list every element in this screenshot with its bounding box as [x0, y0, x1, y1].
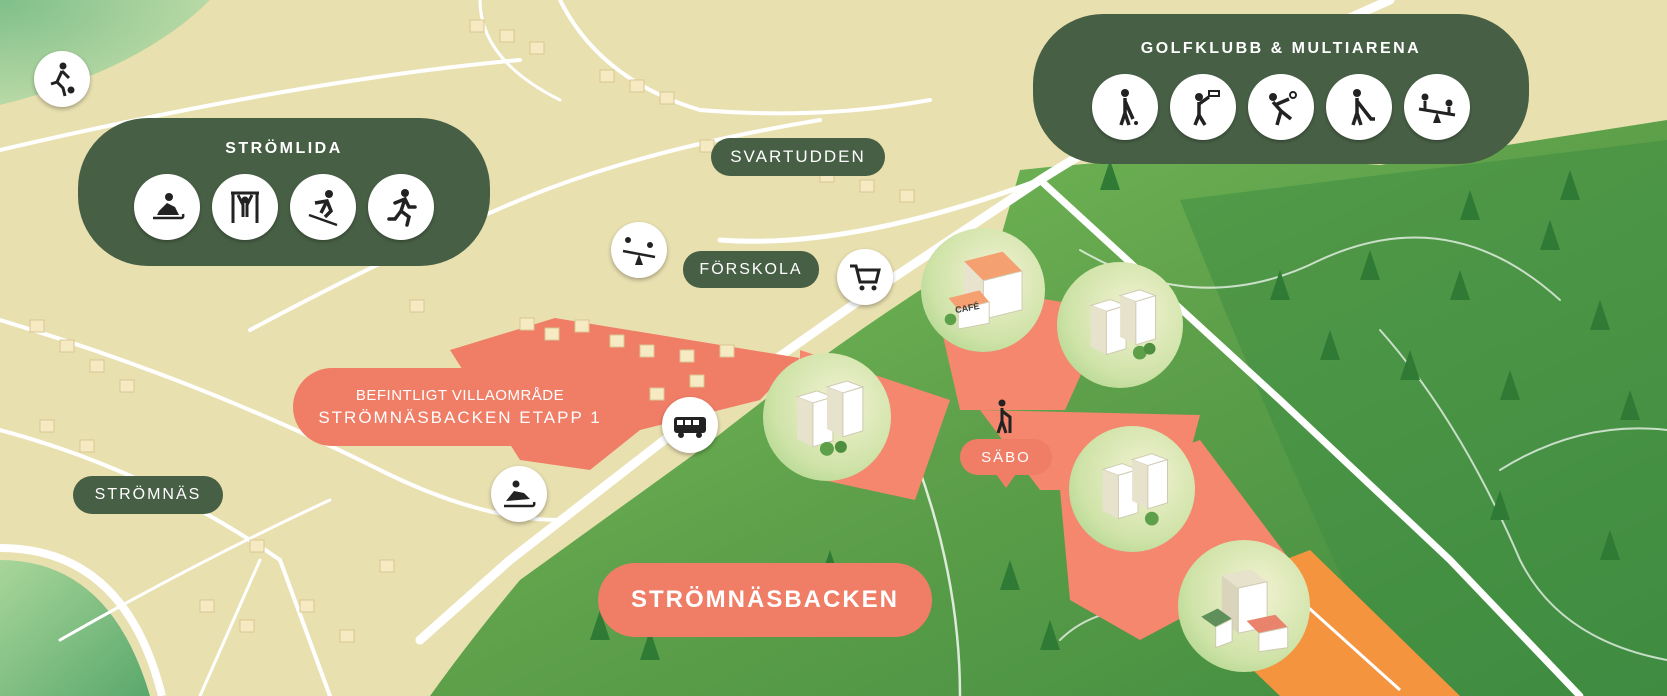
stromlida-title: STRÖMLIDA — [225, 140, 343, 157]
snowmobile-icon — [491, 466, 547, 522]
road — [0, 544, 166, 696]
apartment-bubble-2 — [763, 353, 891, 481]
svartudden-label: SVARTUDDEN — [711, 138, 885, 176]
sledding-icon — [134, 174, 200, 240]
apartment-bubble-3 — [1069, 426, 1195, 552]
hockey-icon — [1326, 74, 1392, 140]
cafe-building-bubble — [921, 228, 1045, 352]
skiing-icon — [290, 174, 356, 240]
stromlida-card: STRÖMLIDA — [78, 118, 490, 266]
tennis-icon — [1248, 74, 1314, 140]
golf-icon — [1092, 74, 1158, 140]
running-icon — [368, 174, 434, 240]
park-area-south — [0, 560, 150, 696]
outdoor-gym-icon — [212, 174, 278, 240]
basketball-icon — [1170, 74, 1236, 140]
main-title-label: STRÖMNÄSBACKEN — [598, 563, 932, 637]
golf-title: GOLFKLUBB & MULTIARENA — [1140, 40, 1422, 57]
bus-icon — [662, 397, 718, 453]
existing-villa-line1: BEFINTLIGT VILLAOMRÅDE — [355, 386, 565, 404]
existing-villa-line2: STRÖMNÄSBACKEN ETAPP 1 — [318, 407, 602, 427]
sabo-pointer — [996, 474, 1016, 488]
existing-villa-label: BEFINTLIGT VILLAOMRÅDE STRÖMNÄSBACKEN ET… — [293, 368, 627, 446]
playground-icon — [611, 222, 667, 278]
apartment-bubble-1 — [1057, 262, 1183, 388]
dense-forest — [1180, 140, 1667, 696]
seesaw-icon — [1404, 74, 1470, 140]
football-icon — [34, 51, 90, 107]
school-building-bubble — [1178, 540, 1310, 672]
forskola-label: FÖRSKOLA — [683, 251, 819, 288]
golf-card: GOLFKLUBB & MULTIARENA — [1033, 14, 1529, 164]
senior-walker-icon — [975, 388, 1031, 444]
stromnas-label: STRÖMNÄS — [73, 476, 223, 514]
sabo-label: SÄBO — [960, 439, 1052, 475]
shopping-cart-icon — [837, 249, 893, 305]
